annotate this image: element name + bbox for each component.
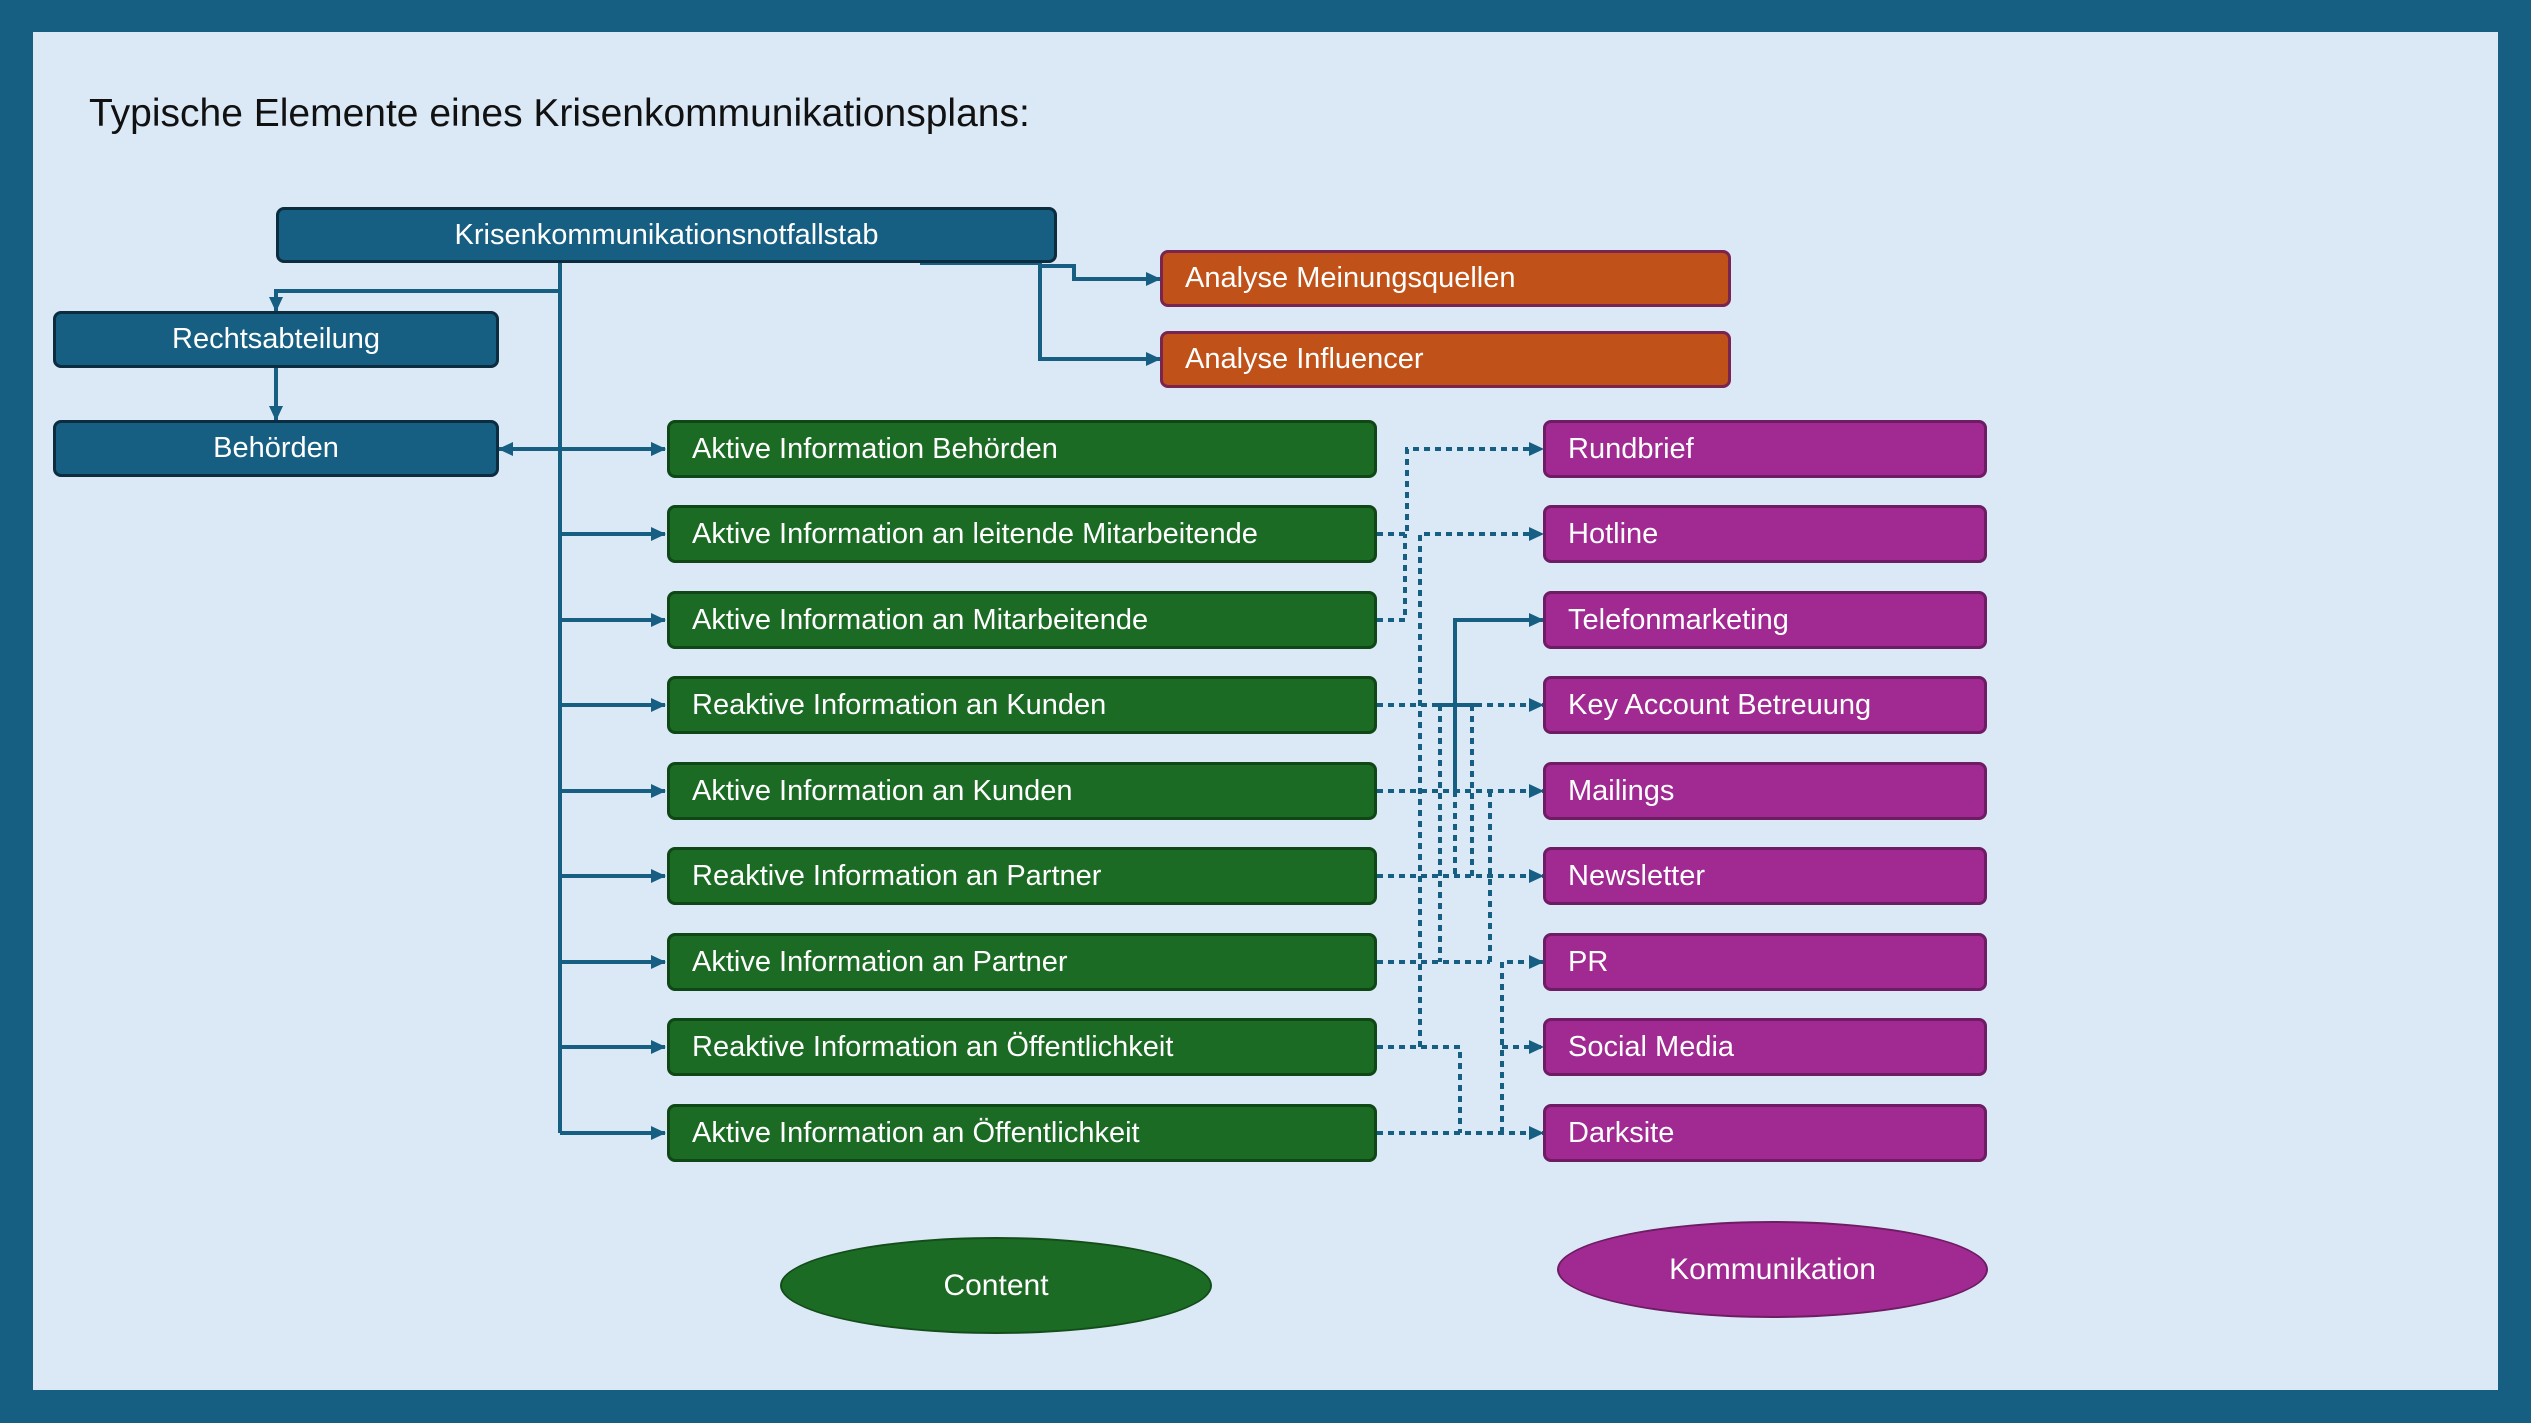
node-label: Aktive Information an leitende Mitarbeit…	[692, 517, 1258, 550]
dotted-mgmt-rundbrief	[1377, 442, 1544, 536]
connector-customers-telemarketing	[1453, 613, 1544, 791]
connector-root-analysis-influencer	[1038, 266, 1161, 366]
node-label: Aktive Information an Partner	[692, 945, 1068, 978]
node-label: Newsletter	[1568, 859, 1705, 892]
node-label: PR	[1568, 945, 1609, 978]
node-label: Telefonmarketing	[1568, 603, 1789, 636]
node-communication-channel: Social Media	[1543, 1018, 1987, 1076]
legend-content: Content	[780, 1237, 1212, 1334]
dotted-staff-rundbrief	[1377, 534, 1407, 622]
node-label: Rechtsabteilung	[172, 323, 380, 355]
node-content-item: Aktive Information an Kunden	[667, 762, 1377, 820]
node-label: Reaktive Information an Kunden	[692, 688, 1107, 721]
node-communication-channel: PR	[1543, 933, 1987, 991]
node-label: Darksite	[1568, 1116, 1675, 1149]
dotted-public-reactive	[1377, 1045, 1462, 1133]
node-communication-channel: Key Account Betreuung	[1543, 676, 1987, 734]
node-label: Aktive Information an Mitarbeitende	[692, 603, 1149, 636]
node-label: Aktive Information an Öffentlichkeit	[692, 1116, 1140, 1149]
dotted-hotline	[1418, 527, 1544, 1047]
node-content-item: Aktive Information an Partner	[667, 933, 1377, 991]
legend-label: Content	[943, 1268, 1049, 1302]
node-content-item: Aktive Information Behörden	[667, 420, 1377, 478]
node-content-item: Reaktive Information an Kunden	[667, 676, 1377, 734]
connector-root-legal	[269, 289, 560, 312]
node-communication-channel: Mailings	[1543, 762, 1987, 820]
node-legal: Rechtsabteilung	[53, 311, 499, 368]
node-label: Behörden	[213, 432, 339, 464]
node-content-item: Reaktive Information an Öffentlichkeit	[667, 1018, 1377, 1076]
connector-root-analysis-opinion	[920, 261, 1161, 286]
node-label: Social Media	[1568, 1030, 1735, 1063]
node-label: Reaktive Information an Öffentlichkeit	[692, 1030, 1174, 1063]
node-label: Rundbrief	[1568, 432, 1694, 465]
node-analysis-influencer: Analyse Influencer	[1160, 331, 1731, 388]
node-label: Analyse Meinungsquellen	[1185, 262, 1516, 294]
node-content-item: Aktive Information an leitende Mitarbeit…	[667, 505, 1377, 563]
node-label: Mailings	[1568, 774, 1675, 807]
slide-title: Typische Elemente eines Krisenkommunikat…	[89, 92, 1030, 135]
node-label: Hotline	[1568, 517, 1659, 550]
node-label: Krisenkommunikationsnotfallstab	[454, 218, 879, 251]
legend-label: Kommunikation	[1669, 1252, 1876, 1286]
node-communication-channel: Rundbrief	[1543, 420, 1987, 478]
node-communication-channel: Telefonmarketing	[1543, 591, 1987, 649]
node-label: Reaktive Information an Partner	[692, 859, 1102, 892]
node-label: Aktive Information an Kunden	[692, 774, 1073, 807]
node-content-item: Reaktive Information an Partner	[667, 847, 1377, 905]
node-content-item: Aktive Information an Mitarbeitende	[667, 591, 1377, 649]
node-analysis-opinion-sources: Analyse Meinungsquellen	[1160, 250, 1731, 307]
node-label: Aktive Information Behörden	[692, 432, 1058, 465]
node-communication-channel: Hotline	[1543, 505, 1987, 563]
node-content-item: Aktive Information an Öffentlichkeit	[667, 1104, 1377, 1162]
node-communication-channel: Newsletter	[1543, 847, 1987, 905]
node-label: Key Account Betreuung	[1568, 688, 1872, 721]
node-root-crisis-team: Krisenkommunikationsnotfallstab	[276, 207, 1057, 263]
node-authorities: Behörden	[53, 420, 499, 477]
node-label: Analyse Influencer	[1185, 343, 1424, 375]
node-communication-channel: Darksite	[1543, 1104, 1987, 1162]
dotted-pr	[1500, 955, 1544, 1133]
legend-communication: Kommunikation	[1557, 1221, 1988, 1318]
